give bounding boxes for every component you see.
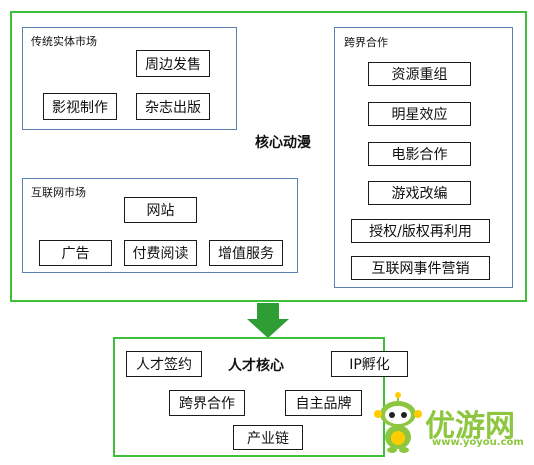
node-game-adaptation: 游戏改编: [368, 181, 471, 205]
node-crossover-cooperation: 跨界合作: [169, 390, 245, 416]
watermark-url: www.yoyou.com: [432, 437, 524, 448]
top-frame: [10, 11, 527, 302]
crossover-box: [334, 27, 513, 288]
node-licensing-reuse: 授权/版权再利用: [351, 219, 490, 243]
core-talent-label: 人才核心: [228, 358, 284, 374]
internet-market-box: [22, 178, 298, 273]
internet-market-title: 互联网市场: [31, 186, 86, 199]
node-film-cooperation: 电影合作: [368, 142, 471, 166]
node-advertising: 广告: [39, 240, 112, 266]
core-animation-label: 核心动漫: [255, 135, 311, 151]
crossover-title: 跨界合作: [344, 36, 388, 49]
yoyou-mascot-logo: [374, 392, 422, 453]
traditional-market-box: [22, 27, 237, 130]
node-own-brand: 自主品牌: [285, 390, 362, 416]
watermark-text: 优游网: [425, 409, 515, 444]
bottom-frame: [113, 337, 385, 457]
node-internet-event-marketing: 互联网事件营销: [351, 256, 490, 280]
node-peripheral-sales: 周边发售: [136, 50, 210, 77]
node-resource-restructuring: 资源重组: [368, 62, 471, 86]
node-film-production: 影视制作: [43, 93, 117, 120]
node-ip-incubation: IP孵化: [331, 351, 408, 377]
traditional-market-title: 传统实体市场: [31, 35, 97, 48]
node-star-effect: 明星效应: [368, 102, 471, 126]
node-paid-reading: 付费阅读: [124, 240, 197, 266]
node-talent-signing: 人才签约: [126, 351, 202, 377]
node-magazine-publishing: 杂志出版: [136, 93, 210, 120]
down-arrow-icon: [247, 303, 289, 338]
node-value-added-services: 增值服务: [209, 240, 283, 266]
node-industry-chain: 产业链: [233, 425, 303, 450]
node-website: 网站: [124, 197, 197, 223]
